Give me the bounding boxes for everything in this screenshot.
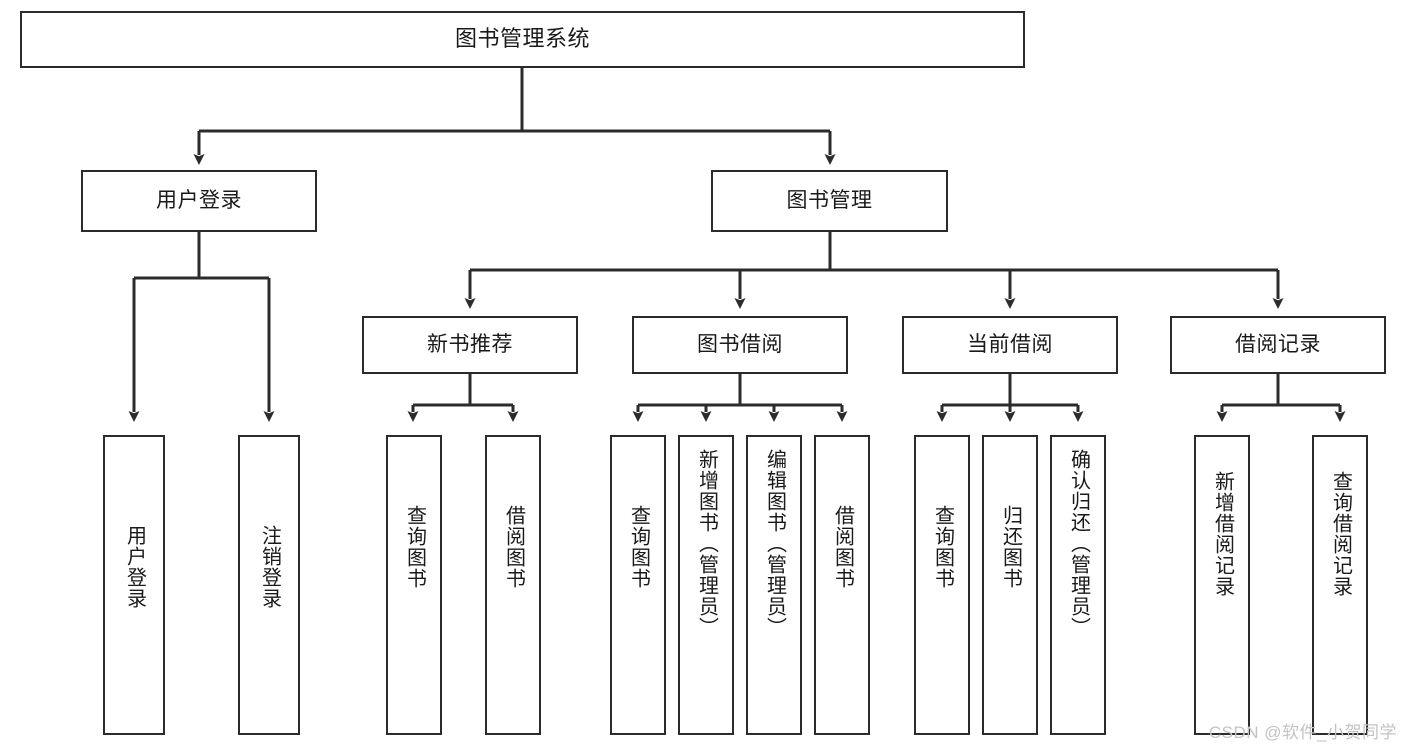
node-leaf-query-borrow-record[interactable]: 查询借阅记录: [1312, 435, 1368, 735]
node-book-borrow[interactable]: 图书借阅: [632, 316, 848, 374]
node-label: 借阅图书: [502, 505, 525, 589]
node-label: 借阅图书: [831, 505, 854, 589]
node-label: 图书管理: [786, 189, 873, 213]
node-label: 新增图书（管理员）: [695, 449, 718, 638]
node-leaf-query-book-borrow[interactable]: 查询图书: [610, 435, 666, 735]
node-label: 编辑图书（管理员）: [763, 449, 786, 638]
node-label: 注销登录: [258, 525, 281, 609]
node-label: 当前借阅: [967, 333, 1053, 357]
watermark: CSDN @软件_小贺同学: [1208, 723, 1397, 742]
node-leaf-query-book-current[interactable]: 查询图书: [914, 435, 970, 735]
node-leaf-borrow-book-rec[interactable]: 借阅图书: [485, 435, 541, 735]
node-label: 查询图书: [931, 505, 954, 589]
node-leaf-logout[interactable]: 注销登录: [238, 435, 300, 735]
node-leaf-query-book-rec[interactable]: 查询图书: [386, 435, 442, 735]
node-label: 用户登录: [156, 189, 242, 213]
node-leaf-borrow-book[interactable]: 借阅图书: [814, 435, 870, 735]
node-label: 查询图书: [627, 505, 650, 589]
node-root-system[interactable]: 图书管理系统: [20, 11, 1025, 68]
node-leaf-user-login[interactable]: 用户登录: [103, 435, 165, 735]
node-label: 查询图书: [403, 505, 426, 589]
node-leaf-add-borrow-record[interactable]: 新增借阅记录: [1194, 435, 1250, 735]
node-leaf-edit-book-admin[interactable]: 编辑图书（管理员）: [746, 435, 802, 735]
node-label: 归还图书: [999, 505, 1022, 589]
node-label: 查询借阅记录: [1329, 471, 1352, 597]
node-label: 新增借阅记录: [1211, 471, 1234, 597]
node-label: 图书借阅: [697, 333, 783, 357]
node-book-manage[interactable]: 图书管理: [711, 170, 948, 232]
node-label: 新书推荐: [427, 333, 513, 357]
node-leaf-confirm-return-admin[interactable]: 确认归还（管理员）: [1050, 435, 1106, 735]
node-new-book-recommend[interactable]: 新书推荐: [362, 316, 578, 374]
node-label: 用户登录: [123, 525, 146, 609]
node-label: 借阅记录: [1235, 333, 1321, 357]
node-label: 图书管理系统: [454, 26, 590, 52]
node-leaf-return-book[interactable]: 归还图书: [982, 435, 1038, 735]
node-borrow-record[interactable]: 借阅记录: [1170, 316, 1386, 374]
node-current-borrow[interactable]: 当前借阅: [902, 316, 1118, 374]
node-user-login[interactable]: 用户登录: [81, 170, 317, 232]
node-label: 确认归还（管理员）: [1067, 449, 1090, 638]
node-leaf-add-book-admin[interactable]: 新增图书（管理员）: [678, 435, 734, 735]
